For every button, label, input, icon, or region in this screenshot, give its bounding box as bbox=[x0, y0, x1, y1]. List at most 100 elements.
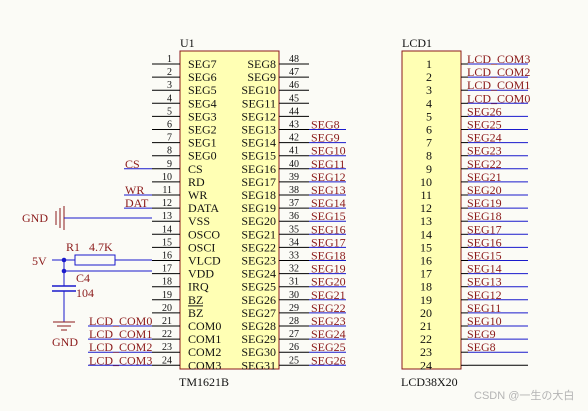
power-5v-label: 5V bbox=[32, 254, 47, 268]
net-label-seg12: SEG12 bbox=[311, 170, 346, 184]
u1-pin-number: 31 bbox=[289, 277, 299, 288]
u1-pin-number: 42 bbox=[289, 133, 299, 144]
net-label-seg26: SEG26 bbox=[311, 353, 346, 367]
u1-pin-number: 9 bbox=[167, 159, 172, 170]
lcd1-designator: LCD1 bbox=[402, 36, 432, 50]
u1-pin-number: 4 bbox=[167, 93, 172, 104]
u1-pin-number: 29 bbox=[289, 303, 299, 314]
u1-pin-name: COM1 bbox=[188, 332, 221, 346]
u1-pin-number: 18 bbox=[162, 277, 172, 288]
u1-body[interactable] bbox=[179, 50, 280, 370]
u1-pin-name: SEG28 bbox=[241, 319, 276, 333]
u1-pin-name: SEG6 bbox=[188, 70, 217, 84]
lcd1-pin-number: 15 bbox=[420, 240, 432, 254]
u1-pin-number: 35 bbox=[289, 224, 299, 235]
net-label-seg21: SEG21 bbox=[311, 288, 346, 302]
u1-designator: U1 bbox=[180, 36, 195, 50]
net-label-seg14: SEG14 bbox=[311, 196, 346, 210]
u1-pin-name: SEG1 bbox=[188, 136, 217, 150]
lcd1-body[interactable] bbox=[401, 50, 462, 370]
net-label-seg25: SEG25 bbox=[467, 118, 502, 132]
u1-pin-name: COM2 bbox=[188, 345, 221, 359]
lcd1-pin-number: 3 bbox=[426, 83, 432, 97]
u1-pin-number: 6 bbox=[167, 120, 172, 131]
u1-pin-number: 5 bbox=[167, 106, 172, 117]
u1-pin-number: 22 bbox=[162, 329, 172, 340]
u1-pin-number: 1 bbox=[167, 54, 172, 65]
u1-pin-number: 12 bbox=[162, 198, 172, 209]
net-label-seg15: SEG15 bbox=[311, 209, 346, 223]
u1-pin-number: 3 bbox=[167, 80, 172, 91]
u1-pin-name: SEG2 bbox=[188, 123, 217, 137]
u1-pin-name: COM0 bbox=[188, 319, 221, 333]
net-label-seg14: SEG14 bbox=[467, 262, 502, 276]
net-label-seg9: SEG9 bbox=[311, 131, 340, 145]
net-label-seg11: SEG11 bbox=[467, 301, 501, 315]
net-label-seg12: SEG12 bbox=[467, 288, 502, 302]
u1-pin-number: 39 bbox=[289, 172, 299, 183]
net-label-seg11: SEG11 bbox=[311, 157, 345, 171]
u1-pin-number: 27 bbox=[289, 329, 299, 340]
net-label-dat: DAT bbox=[125, 196, 149, 210]
u1-pin-number: 7 bbox=[167, 133, 172, 144]
u1-pin-name: SEG12 bbox=[241, 109, 276, 123]
u1-pin-name: OSCI bbox=[188, 240, 215, 254]
gnd-symbol-top bbox=[55, 206, 65, 230]
u1-pin-name: SEG11 bbox=[242, 96, 276, 110]
u1-pin-name: SEG10 bbox=[241, 83, 276, 97]
u1-pin-number: 16 bbox=[162, 251, 172, 262]
net-label-seg22: SEG22 bbox=[311, 301, 346, 315]
net-label-lcd_com2: LCD_COM2 bbox=[467, 65, 530, 79]
u1-pin-number: 10 bbox=[162, 172, 172, 183]
net-label-seg25: SEG25 bbox=[311, 340, 346, 354]
u1-pin-number: 47 bbox=[289, 67, 299, 78]
net-label-seg24: SEG24 bbox=[467, 131, 502, 145]
u1-pin-name: SEG16 bbox=[241, 162, 276, 176]
u1-pin-number: 32 bbox=[289, 264, 299, 275]
net-label-seg13: SEG13 bbox=[467, 275, 502, 289]
lcd1-pin-number: 12 bbox=[420, 201, 432, 215]
lcd1-pin-number: 24 bbox=[420, 358, 432, 372]
c4-capacitor[interactable] bbox=[52, 285, 76, 292]
lcd1-pin-number: 11 bbox=[420, 188, 432, 202]
net-label-lcd_com2: LCD_COM2 bbox=[89, 340, 152, 354]
u1-pin-number: 13 bbox=[162, 211, 172, 222]
u1-pin-number: 14 bbox=[162, 224, 172, 235]
u1-pin-name: SEG0 bbox=[188, 149, 217, 163]
u1-pin-name: SEG30 bbox=[241, 345, 276, 359]
u1-pin-name: SEG26 bbox=[241, 293, 276, 307]
u1-pin-name: IRQ bbox=[188, 280, 209, 294]
u1-pin-name: SEG5 bbox=[188, 83, 217, 97]
u1-pin-name: VLCD bbox=[188, 254, 221, 268]
gnd-symbol-bottom bbox=[53, 321, 75, 331]
lcd1-pin-number: 6 bbox=[426, 123, 432, 137]
u1-pin-number: 34 bbox=[289, 237, 299, 248]
u1-pin-name: DATA bbox=[188, 201, 219, 215]
u1-pin-name: CS bbox=[188, 162, 203, 176]
r1-label: R1 bbox=[66, 240, 80, 254]
lcd1-pin-number: 1 bbox=[426, 57, 432, 71]
u1-pin-name: RD bbox=[188, 175, 205, 189]
net-label-seg8: SEG8 bbox=[467, 340, 496, 354]
u1-pin-name: OSCO bbox=[188, 227, 220, 241]
u1-pin-name: SEG8 bbox=[247, 57, 276, 71]
u1-pin-number: 20 bbox=[162, 303, 172, 314]
c4-label: C4 bbox=[76, 271, 90, 285]
lcd1-pin-number: 5 bbox=[426, 109, 432, 123]
u1-pin-name: SEG9 bbox=[247, 70, 276, 84]
net-label-seg15: SEG15 bbox=[467, 249, 502, 263]
net-label-seg10: SEG10 bbox=[311, 144, 346, 158]
lcd1-part-name: LCD38X20 bbox=[401, 375, 458, 389]
net-label-seg19: SEG19 bbox=[467, 196, 502, 210]
net-label-seg26: SEG26 bbox=[467, 104, 502, 118]
u1-pin-number: 36 bbox=[289, 211, 299, 222]
net-label-seg13: SEG13 bbox=[311, 183, 346, 197]
junction-5v bbox=[61, 257, 67, 263]
u1-pin-number: 46 bbox=[289, 80, 299, 91]
lcd1-pin-number: 19 bbox=[420, 293, 432, 307]
u1-pin-name: WR bbox=[188, 188, 207, 202]
u1-pin-number: 37 bbox=[289, 198, 299, 209]
u1-pin-number: 43 bbox=[289, 120, 299, 131]
r1-body[interactable] bbox=[74, 254, 116, 266]
